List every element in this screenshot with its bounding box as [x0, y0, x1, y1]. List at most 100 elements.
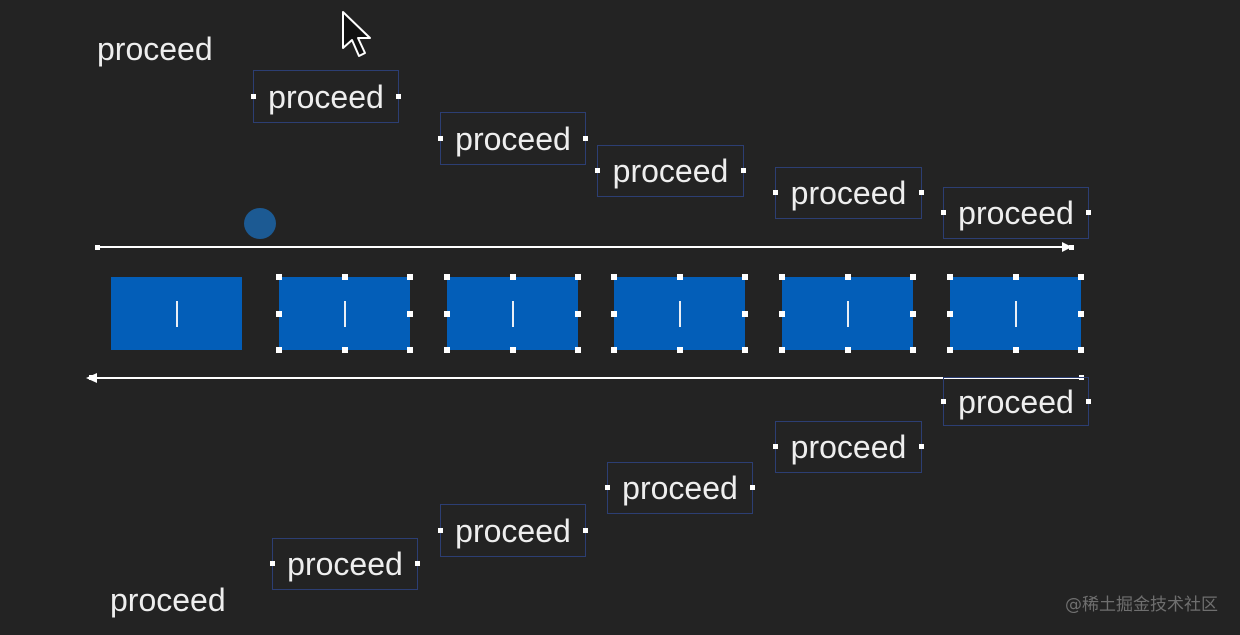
text-caret-icon — [846, 300, 849, 327]
proceed-label-text: proceed — [455, 120, 571, 157]
proceed-label-bottom-selected[interactable]: proceed — [773, 421, 924, 473]
proceed-label-bottom-selected[interactable]: proceed — [605, 462, 755, 514]
resize-handle[interactable] — [276, 347, 282, 353]
resize-handle[interactable] — [276, 310, 282, 317]
proceed-label-text: proceed — [612, 153, 729, 189]
resize-handle-right[interactable] — [919, 444, 924, 449]
resize-handle-right[interactable] — [396, 93, 401, 99]
resize-handle[interactable] — [407, 310, 413, 317]
resize-handle-left[interactable] — [595, 168, 600, 173]
resize-handle[interactable] — [844, 274, 851, 280]
resize-handle[interactable] — [407, 347, 413, 353]
resize-handle[interactable] — [1078, 310, 1084, 317]
resize-handle[interactable] — [910, 347, 916, 353]
resize-handle-right[interactable] — [583, 135, 588, 141]
resize-handle[interactable] — [611, 310, 617, 317]
resize-handle[interactable] — [341, 274, 348, 280]
resize-handle-left[interactable] — [773, 444, 778, 449]
resize-handle[interactable] — [742, 274, 748, 280]
text-caret-icon — [678, 300, 681, 327]
resize-handle[interactable] — [444, 310, 450, 317]
resize-handle[interactable] — [407, 274, 413, 280]
blue-block-selected[interactable] — [779, 274, 916, 353]
resize-handle-right[interactable] — [1086, 398, 1091, 404]
resize-handle-left[interactable] — [251, 93, 256, 99]
arrow-pointer-icon — [342, 11, 371, 57]
resize-handle[interactable] — [947, 310, 953, 317]
resize-handle[interactable] — [947, 347, 953, 353]
text-caret-icon — [343, 300, 346, 327]
proceed-label-text: proceed — [958, 383, 1074, 420]
resize-handle[interactable] — [742, 310, 748, 317]
resize-handle[interactable] — [611, 347, 617, 353]
text-caret-icon — [175, 300, 178, 327]
resize-handle-right[interactable] — [741, 168, 746, 173]
proceed-label-text: proceed — [958, 195, 1074, 231]
blue-block-selected[interactable] — [611, 274, 748, 353]
resize-handle[interactable] — [910, 274, 916, 280]
resize-handle[interactable] — [509, 347, 516, 353]
blue-block-selected[interactable] — [947, 274, 1084, 353]
proceed-label-bottom-selected[interactable]: proceed — [438, 504, 588, 557]
proceed-label-text: proceed — [622, 470, 738, 506]
resize-handle[interactable] — [1078, 347, 1084, 353]
proceed-label-text: proceed — [790, 429, 907, 465]
resize-handle[interactable] — [1012, 274, 1019, 280]
moving-ball[interactable] — [244, 208, 276, 239]
proceed-label-bottom-selected[interactable]: proceed — [941, 377, 1091, 426]
resize-handle[interactable] — [341, 347, 348, 353]
resize-handle[interactable] — [910, 310, 916, 317]
proceed-label-top-start: proceed — [97, 31, 213, 67]
proceed-label-text: proceed — [455, 512, 571, 549]
resize-handle[interactable] — [276, 274, 282, 280]
proceed-label-top-selected[interactable]: proceed — [595, 145, 746, 197]
proceed-label-text: proceed — [268, 78, 384, 115]
watermark-text: @稀土掘金技术社区 — [1065, 595, 1218, 615]
resize-handle[interactable] — [575, 274, 581, 280]
blue-block-selected[interactable] — [276, 274, 413, 353]
resize-handle-left[interactable] — [438, 527, 443, 533]
proceed-label-top-selected[interactable]: proceed — [438, 112, 588, 165]
resize-handle[interactable] — [742, 347, 748, 353]
resize-handle-left[interactable] — [605, 485, 610, 490]
resize-handle[interactable] — [779, 347, 785, 353]
resize-handle-right[interactable] — [750, 485, 755, 490]
text-caret-icon — [1014, 300, 1017, 327]
resize-handle[interactable] — [444, 347, 450, 353]
resize-handle[interactable] — [844, 347, 851, 353]
resize-handle[interactable] — [444, 274, 450, 280]
resize-handle[interactable] — [676, 347, 683, 353]
blue-block[interactable] — [111, 277, 242, 350]
proceed-label-top-selected[interactable]: proceed — [941, 187, 1091, 239]
resize-handle-left[interactable] — [941, 210, 946, 215]
resize-handle[interactable] — [1078, 274, 1084, 280]
resize-handle-right[interactable] — [919, 190, 924, 195]
blue-block-selected[interactable] — [444, 274, 581, 353]
resize-handle-left[interactable] — [438, 135, 443, 141]
resize-handle-left[interactable] — [941, 398, 946, 404]
proceed-label-top-selected[interactable]: proceed — [773, 167, 924, 219]
proceed-label-bottom-end: proceed — [110, 582, 226, 618]
text-caret-icon — [511, 300, 514, 327]
resize-handle[interactable] — [575, 347, 581, 353]
resize-handle-right[interactable] — [415, 561, 420, 566]
resize-handle[interactable] — [611, 274, 617, 280]
proceed-label-top-selected[interactable]: proceed — [251, 70, 401, 123]
resize-handle[interactable] — [575, 310, 581, 317]
proceed-label-bottom-selected[interactable]: proceed — [270, 538, 420, 590]
resize-handle[interactable] — [676, 274, 683, 280]
resize-handle-left[interactable] — [773, 190, 778, 195]
resize-handle[interactable] — [947, 274, 953, 280]
resize-handle[interactable] — [779, 310, 785, 317]
resize-handle[interactable] — [1012, 347, 1019, 353]
resize-handle-right[interactable] — [1086, 210, 1091, 215]
resize-handle[interactable] — [779, 274, 785, 280]
proceed-label-text: proceed — [287, 546, 403, 582]
resize-handle-left[interactable] — [270, 561, 275, 566]
resize-handle-right[interactable] — [583, 527, 588, 533]
resize-handle[interactable] — [509, 274, 516, 280]
backward-arrow-line — [86, 373, 1084, 383]
forward-arrow-line — [95, 242, 1074, 252]
